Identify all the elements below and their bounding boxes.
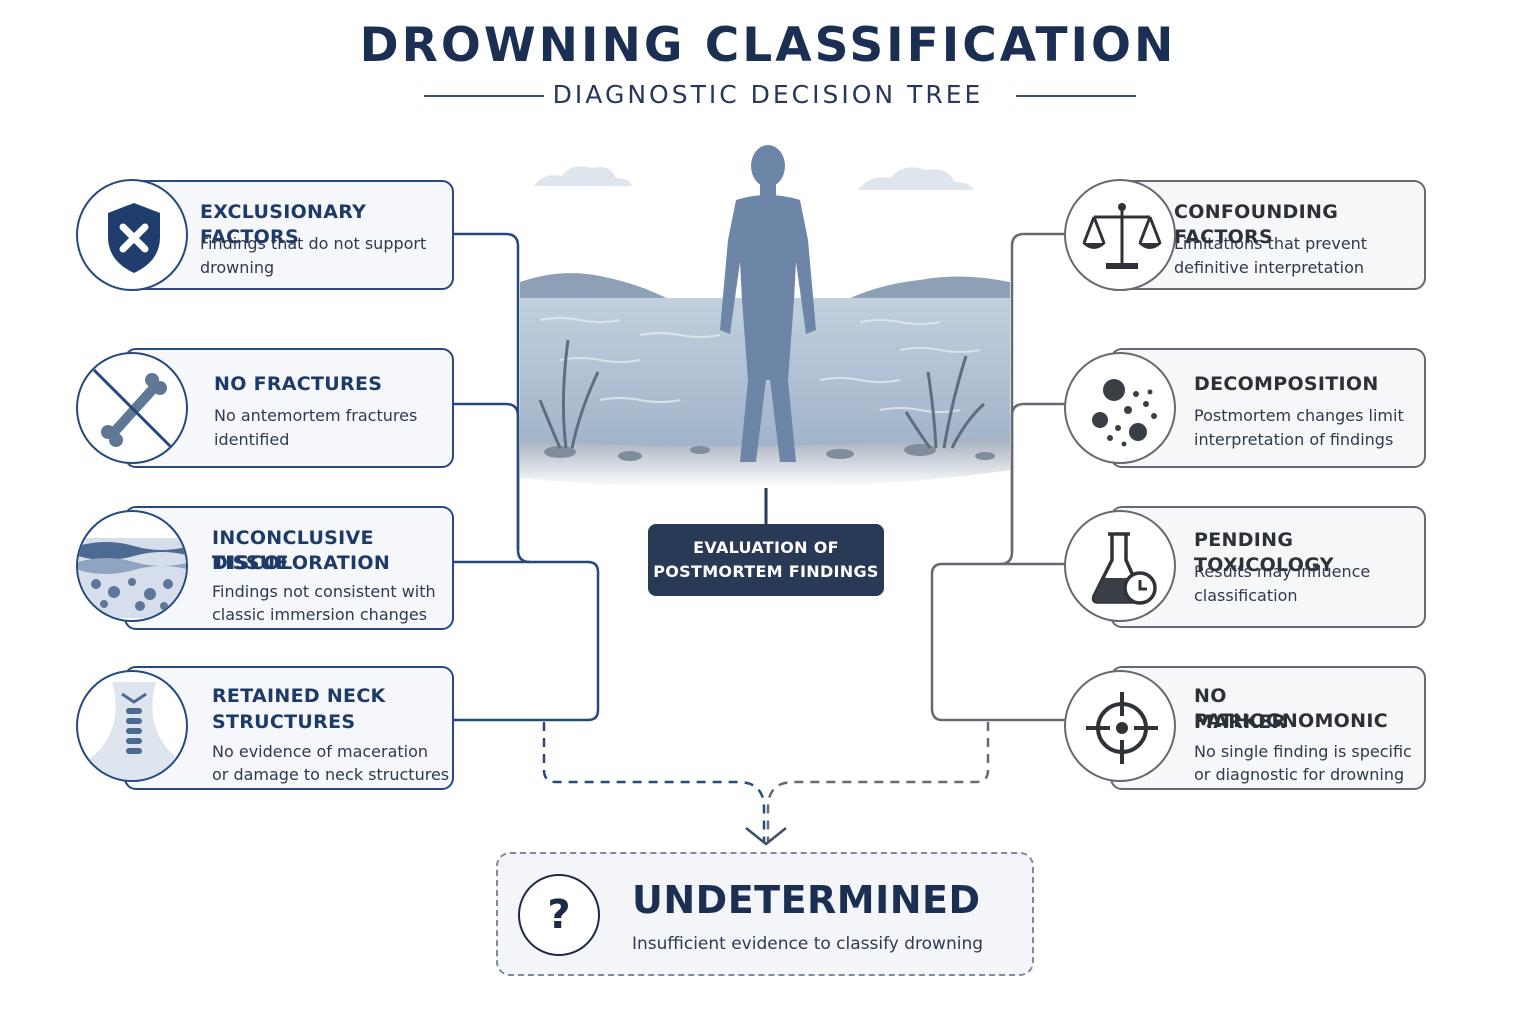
- reeds-right: [904, 355, 985, 449]
- pending-toxicology-desc-1: Results may influence: [1194, 562, 1371, 581]
- crossed-bone-icon: [76, 352, 188, 464]
- page-title: DROWNING CLASSIFICATION: [359, 18, 1177, 73]
- no-fractures-title: NO FRACTURES: [214, 373, 383, 395]
- evaluation-line-1: EVALUATION OF: [693, 538, 839, 557]
- retained-neck-desc-2: or damage to neck structures: [212, 765, 450, 784]
- result-title: UNDETERMINED: [632, 878, 981, 922]
- retained-neck-desc-1: No evidence of maceration: [212, 742, 429, 761]
- question-mark-icon: ?: [518, 874, 600, 956]
- inconclusive-tissue-title-1: INCONCLUSIVE TISSUE: [212, 527, 374, 574]
- person-silhouette: [720, 145, 816, 462]
- shield-x-icon: [76, 179, 188, 291]
- arrowhead: [745, 827, 787, 846]
- left-connectors: [454, 232, 600, 722]
- evaluation-line-2: POSTMORTEM FINDINGS: [653, 562, 879, 581]
- hill-left: [520, 273, 670, 300]
- no-pathognomonic-desc-2: or diagnostic for drowning: [1194, 765, 1405, 784]
- page-subtitle: DIAGNOSTIC DECISION TREE: [552, 80, 984, 109]
- pending-toxicology-title: PENDING TOXICOLOGY: [1194, 529, 1334, 576]
- inconclusive-tissue-desc-2: classic immersion changes: [212, 605, 428, 624]
- dashed-path-left: [542, 722, 766, 842]
- confounding-factors-title: CONFOUNDING FACTORS: [1174, 201, 1339, 248]
- shoreline: [520, 438, 1010, 488]
- no-fractures-desc-1: No antemortem fractures: [214, 406, 418, 425]
- pending-toxicology-card: PENDING TOXICOLOGY Results may influence…: [1110, 506, 1426, 628]
- flask-clock-icon: [1064, 510, 1176, 622]
- decomposition-title: DECOMPOSITION: [1194, 373, 1379, 395]
- crosshair-icon: [1064, 670, 1176, 782]
- no-pathognomonic-title-2: MARKER: [1194, 711, 1287, 733]
- no-pathognomonic-title-1: NO PATHOGNOMONIC: [1194, 685, 1388, 732]
- hill-right: [846, 276, 1010, 300]
- confounding-factors-desc-1: Limitations that prevent: [1174, 234, 1368, 253]
- no-pathognomonic-desc-1: No single finding is specific: [1194, 742, 1412, 761]
- cloud-left: [534, 166, 632, 186]
- right-connectors: [930, 232, 1068, 722]
- retained-neck-title-2: STRUCTURES: [212, 711, 356, 733]
- retained-neck-title-1: RETAINED NECK: [212, 685, 386, 707]
- subtitle-row: DIAGNOSTIC DECISION TREE: [0, 80, 1536, 110]
- decomposition-desc-1: Postmortem changes limit: [1194, 406, 1404, 425]
- decomposition-desc-2: interpretation of findings: [1194, 430, 1394, 449]
- no-fractures-desc-2: identified: [214, 430, 290, 449]
- cloud-right: [858, 167, 974, 190]
- subtitle-rule-right: [1016, 95, 1136, 97]
- no-pathognomonic-marker-card: NO PATHOGNOMONIC MARKER No single findin…: [1110, 666, 1426, 790]
- undetermined-result-box: ? UNDETERMINED Insufficient evidence to …: [496, 852, 1034, 976]
- result-description: Insufficient evidence to classify drowni…: [632, 934, 984, 954]
- subtitle-rule-left: [424, 95, 544, 97]
- dashed-path-right: [766, 722, 990, 842]
- exclusionary-factors-title: EXCLUSIONARY FACTORS: [200, 201, 367, 248]
- evaluation-box: EVALUATION OF POSTMORTEM FINDINGS: [648, 524, 884, 596]
- pending-toxicology-desc-2: classification: [1194, 586, 1298, 605]
- decomposition-dots-icon: [1064, 352, 1176, 464]
- inconclusive-tissue-title-2: DISCOLORATION: [212, 552, 391, 574]
- scales-icon: [1064, 179, 1176, 291]
- exclusionary-factors-desc-2: drowning: [200, 258, 275, 277]
- exclusionary-factors-desc-1: Findings that do not support: [200, 234, 427, 253]
- reeds-left: [538, 339, 600, 449]
- inconclusive-tissue-desc-1: Findings not consistent with: [212, 582, 436, 601]
- confounding-factors-desc-2: definitive interpretation: [1174, 258, 1365, 277]
- neck-anatomy-icon: [76, 670, 188, 782]
- tissue-layers-icon: [76, 510, 188, 622]
- water-ripples: [539, 317, 981, 413]
- water-scene-illustration: [520, 145, 1010, 488]
